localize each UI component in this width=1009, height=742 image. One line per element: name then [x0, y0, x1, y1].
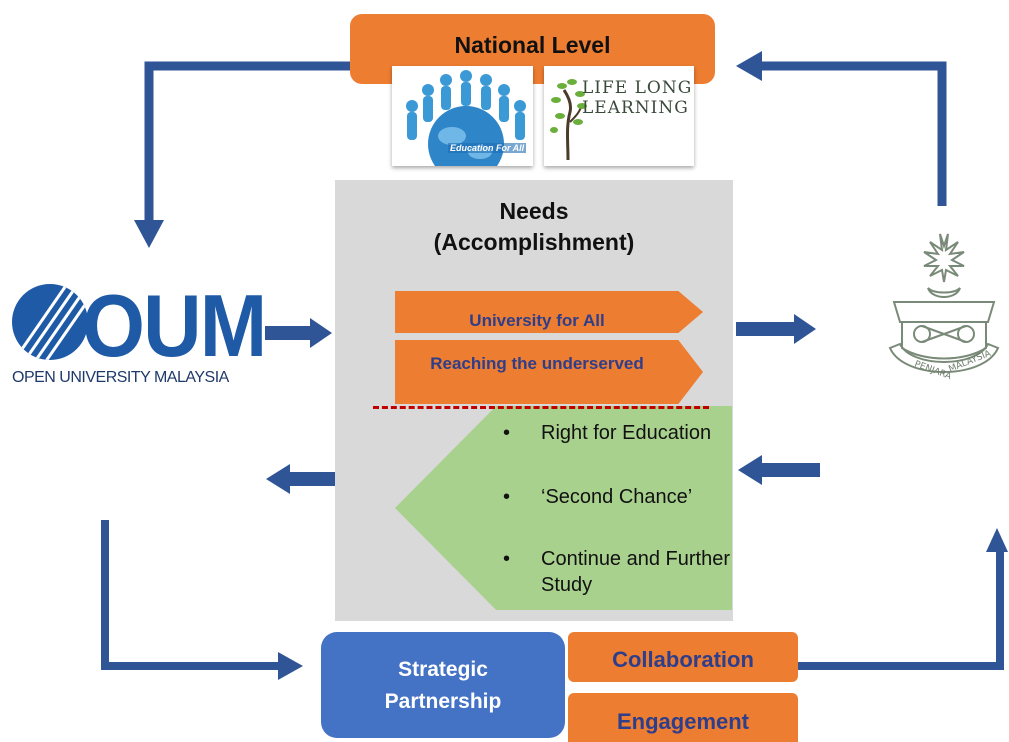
national-level-title: National Level — [454, 32, 611, 58]
arrow-national-to-oum — [144, 61, 352, 222]
tree-icon — [550, 79, 587, 161]
chevron-university-for-all: University for All — [395, 291, 703, 333]
life-long-text: LIFE LONG — [582, 78, 693, 98]
partnership-line2: Partnership — [384, 689, 502, 713]
collaboration-box: Collaboration — [568, 632, 798, 682]
strategic-partnership-box: Strategic Partnership — [321, 632, 565, 738]
education-for-all-logo: Education For All — [392, 66, 533, 166]
needs-title: Needs (Accomplishment) — [335, 196, 733, 258]
learning-text: LEARNING — [582, 98, 689, 118]
arrow-oum-to-partnership — [101, 520, 280, 670]
arrow-center-to-oum — [288, 472, 346, 486]
bullet-second-chance: ‘Second Chance’ — [541, 486, 693, 508]
arrow-center-to-penjara — [736, 322, 796, 336]
bullet-dot: • — [503, 548, 511, 570]
arrow-head-left-center — [738, 455, 762, 485]
arrow-head-right-partnership — [278, 652, 303, 680]
partnership-line1: Strategic — [398, 658, 488, 681]
education-for-all-text: Education For All — [448, 143, 527, 153]
needs-title-line2: (Accomplishment) — [433, 229, 635, 256]
life-long-learning-logo: LIFE LONG LEARNING — [544, 66, 694, 166]
engagement-box: Engagement — [568, 693, 798, 742]
dashed-divider — [373, 406, 709, 409]
arrow-penjara-to-center — [760, 463, 820, 477]
oum-full-name: OPEN UNIVERSITY MALAYSIA — [12, 369, 229, 386]
bullet-dot: • — [503, 422, 511, 444]
arrow-collaboration-to-penjara — [798, 548, 1004, 670]
arrow-head-right-center — [310, 318, 332, 348]
bullet-right-for-education: Right for Education — [541, 422, 712, 444]
arrow-penjara-to-national — [760, 61, 947, 206]
arrow-head-right-penjara — [794, 314, 816, 344]
bullet-dot: • — [503, 486, 511, 508]
bullet-continue-further-study: Continue and Further Study — [541, 548, 731, 596]
chevron-reaching-underserved: Reaching the underserved — [395, 340, 703, 404]
arrow-head-left-oum — [266, 464, 290, 494]
penjara-malaysia-crest: PENJARA MALAYSIA — [884, 230, 1004, 390]
arrow-oum-to-center — [265, 326, 312, 340]
oum-letters: OUM — [82, 276, 267, 375]
arrow-head-left-national — [736, 51, 762, 81]
arrow-head-up-penjara — [986, 528, 1008, 552]
oum-globe-icon — [10, 282, 90, 362]
arrow-head-down-oum — [134, 220, 164, 248]
needs-title-line1: Needs — [499, 198, 569, 224]
